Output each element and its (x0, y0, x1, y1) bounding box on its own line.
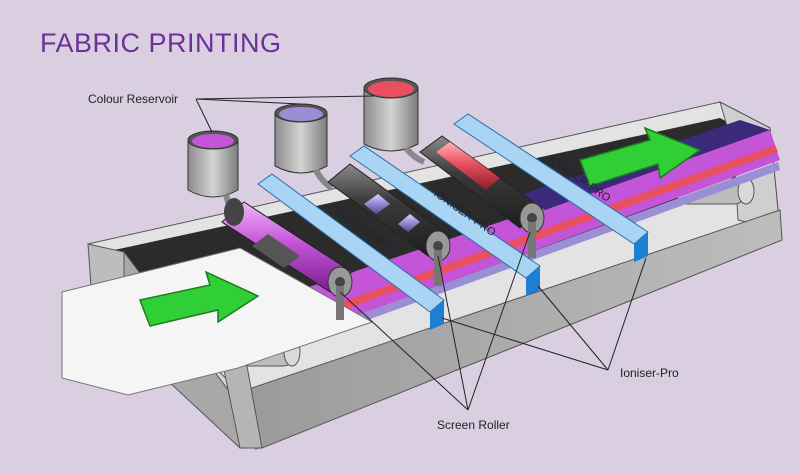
screen-roller-3 (419, 135, 545, 258)
feed-direction-arrow (138, 270, 260, 327)
screen-roller-1 (221, 198, 353, 320)
callout-lines (195, 95, 647, 411)
output-direction-arrow (579, 126, 702, 187)
fabric-sheet (61, 247, 374, 396)
colour-reservoir-label: Colour Reservoir (88, 92, 179, 106)
colour-reservoir-2 (274, 103, 334, 191)
colour-reservoir-3 (363, 77, 426, 165)
screen-roller-2 (327, 163, 451, 286)
screen-roller-label: Screen Roller (437, 418, 510, 432)
colour-reservoir-1 (187, 130, 239, 220)
ioniser-pro-label: Ioniser-Pro (620, 366, 679, 380)
diagram-title: FABRIC PRINTING (40, 28, 282, 58)
